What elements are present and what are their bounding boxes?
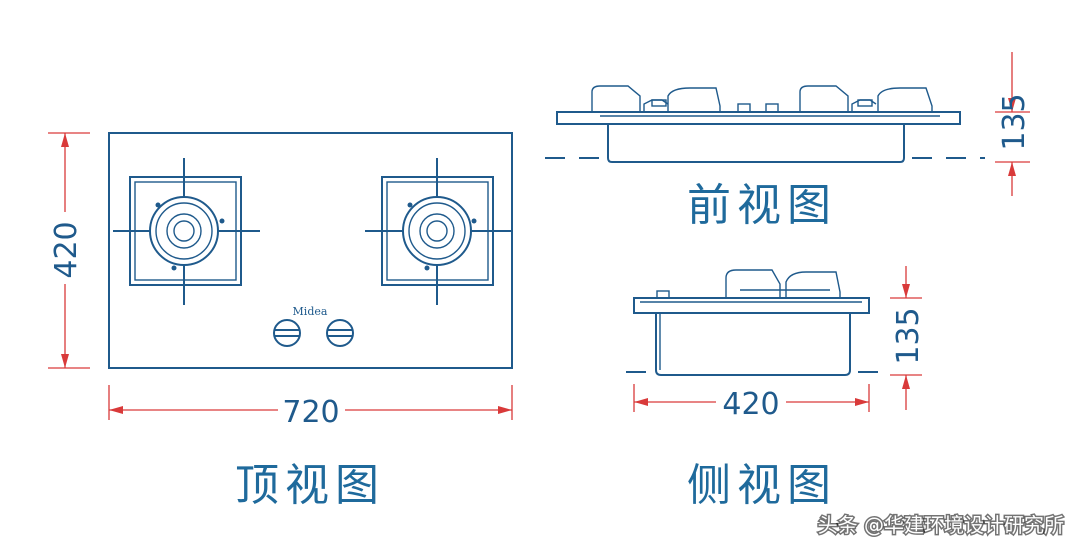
left-knob (273, 319, 301, 347)
top-view-title: 顶视图 (235, 460, 385, 511)
front-height-dimension: 135 (995, 52, 1032, 196)
right-burner (365, 158, 512, 305)
top-depth-dimension: 420 (48, 132, 90, 369)
front-view-title: 前视图 (687, 180, 837, 231)
front-height-label: 135 (997, 93, 1032, 150)
watermark-text: 头条 @华建环境设计研究所 (818, 513, 1064, 537)
top-width-label: 720 (282, 395, 339, 430)
right-knob (326, 319, 354, 347)
top-width-dimension: 720 (108, 385, 513, 430)
top-depth-label: 420 (49, 221, 84, 278)
side-height-label: 135 (891, 307, 926, 364)
left-burner (113, 158, 260, 305)
side-depth-dimension: 420 (633, 384, 870, 422)
side-height-dimension: 135 (890, 266, 926, 410)
front-view: 135 前视图 (545, 52, 1032, 231)
hob-outline (108, 132, 513, 369)
top-view: Midea 720 (48, 132, 513, 511)
brand-label: Midea (293, 305, 328, 318)
side-depth-label: 420 (722, 387, 779, 422)
side-view: 135 420 侧视图 (626, 266, 926, 511)
side-view-title: 侧视图 (687, 460, 837, 511)
